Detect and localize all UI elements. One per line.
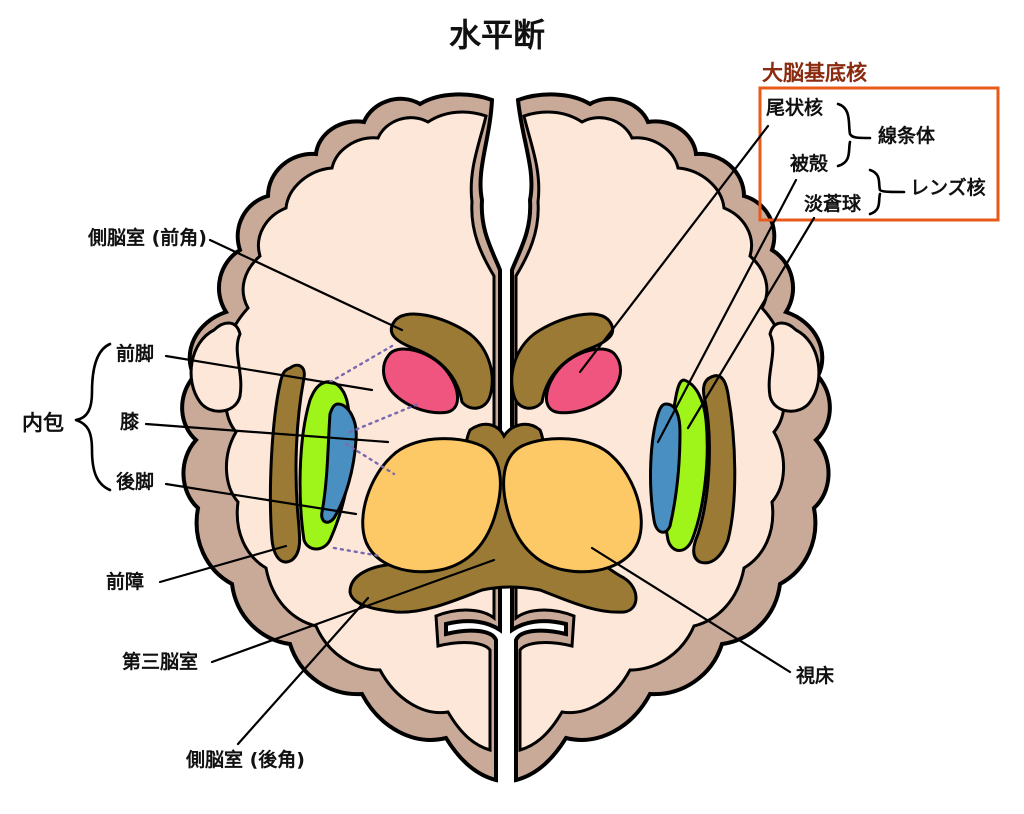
label-posterior-horn: 側脳室 (後角) (185, 748, 305, 771)
deep-structures (268, 312, 737, 614)
left-labels: 側脳室 (前角) 前脚 膝 後脚 内包 前障 第三脳室 側脳室 (後角) (22, 226, 305, 771)
label-third-ventricle: 第三脳室 (122, 650, 198, 673)
diagram-title: 水平断 (449, 16, 545, 54)
label-anterior-limb: 前脚 (116, 342, 154, 365)
internal-capsule-boundary (344, 442, 396, 476)
leader-anterior-horn (208, 238, 404, 332)
internal-capsule-boundary (328, 344, 394, 384)
label-genu: 膝 (120, 410, 140, 433)
right-thalamus (502, 437, 643, 574)
leader-anterior-limb (164, 354, 374, 392)
label-thalamus: 視床 (795, 664, 834, 687)
right-lateral-sulcus (767, 321, 821, 413)
leader-globus-pallidus (686, 216, 816, 430)
leader-putamen (656, 178, 798, 444)
left-claustrum (268, 363, 306, 564)
striatum-brace (836, 102, 872, 168)
right-caudate-nucleus (545, 347, 622, 415)
left-caudate-nucleus (382, 347, 459, 415)
leader-caudate (578, 124, 770, 374)
label-globus-pallidus: 淡蒼球 (804, 192, 862, 215)
lentiform-brace (868, 168, 906, 216)
leader-claustrum (158, 544, 288, 584)
label-anterior-horn: 側脳室 (前角) (87, 226, 207, 249)
leader-thalamus (590, 546, 792, 674)
label-putamen: 被殻 (790, 152, 829, 175)
label-caudate: 尾状核 (766, 96, 823, 119)
basal-ganglia-title: 大脳基底核 (762, 61, 867, 85)
basal-ganglia-legend: 大脳基底核 尾状核 被殻 淡蒼球 線条体 レンズ核 (758, 61, 1000, 222)
brain-section (180, 92, 832, 783)
leader-posterior-horn (236, 596, 370, 746)
right-putamen (649, 402, 682, 534)
label-internal-capsule: 内包 (22, 411, 64, 435)
leader-genu (144, 422, 390, 444)
leader-posterior-limb (164, 482, 358, 516)
internal-capsule-boundary (332, 546, 382, 558)
label-posterior-limb: 後脚 (116, 470, 154, 493)
basal-ganglia-box (758, 86, 1000, 222)
label-striatum: 線条体 (878, 124, 936, 147)
left-thalamus (361, 437, 502, 574)
label-lentiform: レンズ核 (910, 176, 986, 199)
label-claustrum: 前障 (106, 570, 144, 593)
left-lateral-sulcus (189, 321, 243, 413)
internal-capsule-boundary (348, 402, 420, 434)
leader-third-ventricle (210, 558, 496, 664)
internal-capsule-brace (74, 342, 112, 492)
leader-lines (144, 124, 816, 746)
